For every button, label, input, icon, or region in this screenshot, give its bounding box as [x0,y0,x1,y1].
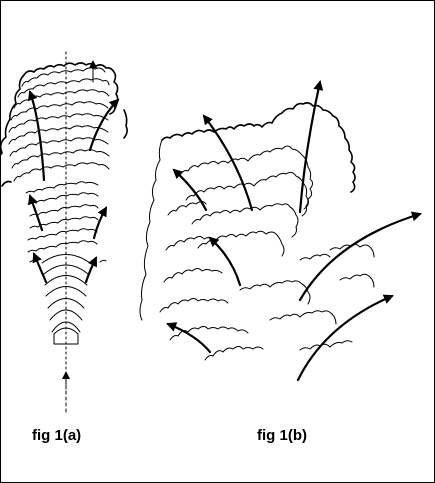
fig-1a-arrow-top-right [90,100,118,150]
fig-1b-growth-arrows [168,82,420,380]
fig-1a-growth-arrows [30,92,118,282]
fig-1b-arrow-lower-right [298,296,392,380]
fig-1a-arrow-top-left [30,92,44,180]
caption-fig-1b: fig 1(b) [257,427,307,444]
fig-1a-growth-diagram [0,52,127,412]
fig-1a-upper-growth-lines [9,68,109,181]
fig-1b-outline [162,103,355,192]
fig-1b-arrow-right [300,214,420,300]
fig-1b-arrow-mid-left [210,238,240,285]
fig-1b-growth-diagram [140,82,420,380]
fig-1a-arrow-mid-right [94,208,106,238]
caption-fig-1a: fig 1(a) [32,427,81,444]
fig-1b-arrow-lower-left [168,324,210,352]
fig-1a-arrow-low-left [34,254,46,282]
fig-1b-arrow-top-center [300,82,320,212]
